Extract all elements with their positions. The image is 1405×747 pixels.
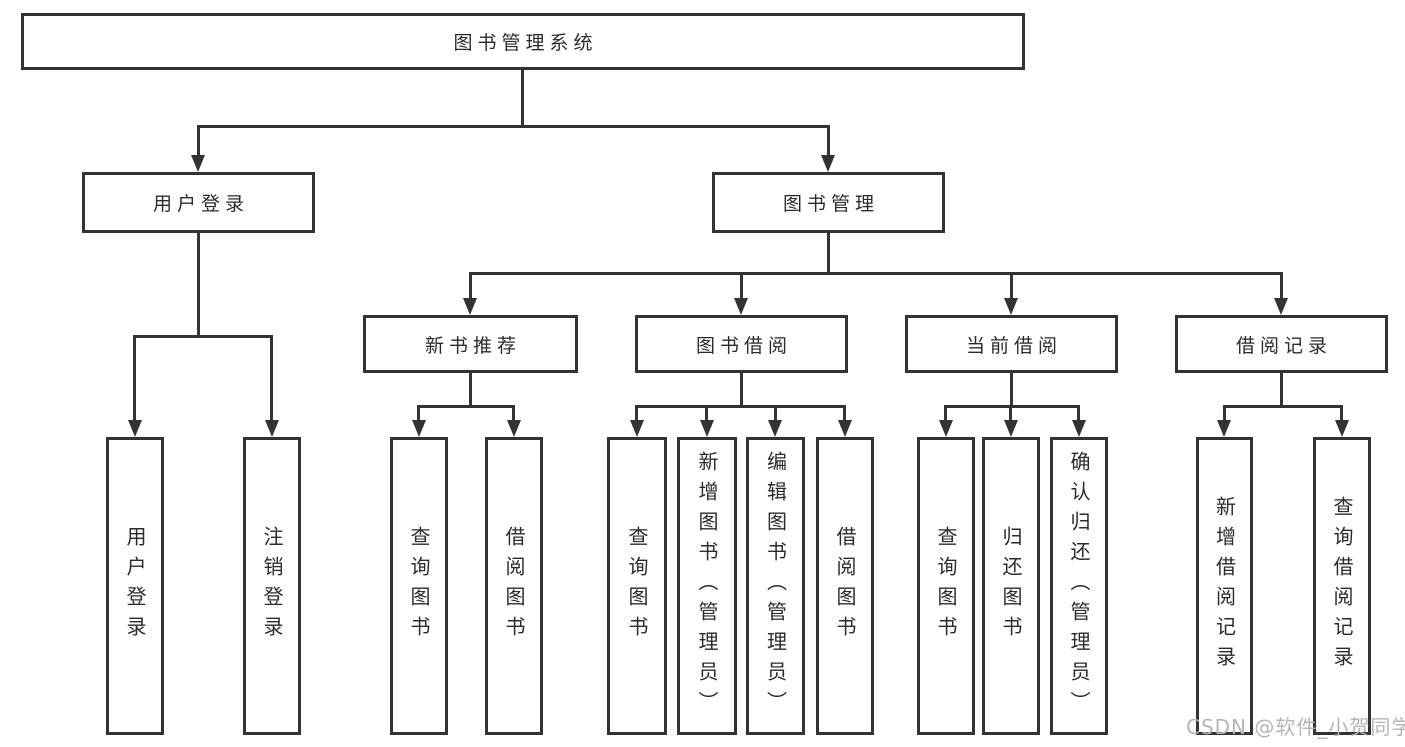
arrowhead-down-icon [630,420,644,437]
connector-line [1280,272,1283,301]
node-leaf-add-borrow-record: 新增借阅记录 [1196,437,1253,735]
node-leaf-query-books-2: 查询图书 [607,437,667,735]
connector-line [843,405,846,421]
connector-line [827,125,830,156]
connector-line [774,405,777,421]
connector-line [827,233,830,272]
connector-line [1010,373,1013,405]
node-leaf-return-books: 归还图书 [982,437,1040,735]
arrowhead-down-icon [939,420,953,437]
csdn-watermark: CSDN @软件_小贺同学 [1186,715,1405,739]
node-user-login: 用户登录 [82,172,315,233]
connector-line [469,272,472,301]
connector-line [636,405,846,408]
connector-line [197,125,830,128]
arrowhead-down-icon [128,420,142,437]
node-label: 用户登录 [152,193,249,215]
node-label: 归还图书 [999,526,1023,646]
node-leaf-logout: 注销登录 [243,437,301,735]
node-leaf-edit-books-admin: 编辑图书（管理员） [746,437,805,735]
arrowhead-down-icon [734,298,748,315]
node-label: 图书借阅 [695,334,792,357]
arrowhead-down-icon [1335,420,1349,437]
arrowhead-down-icon [507,420,521,437]
node-label: 查询图书 [934,526,958,646]
arrowhead-down-icon [700,420,714,437]
connector-line [740,373,743,405]
node-label: 图书管理 [782,193,879,215]
node-label: 新增借阅记录 [1212,496,1237,676]
node-label: 查询借阅记录 [1330,496,1354,676]
node-borrowing-records: 借阅记录 [1175,315,1388,373]
node-label: 注销登录 [260,526,284,646]
arrowhead-down-icon [1004,298,1018,315]
connector-line [521,69,524,125]
node-label: 用户登录 [123,526,147,646]
node-leaf-user-login: 用户登录 [106,437,164,735]
node-label: 当前借阅 [965,334,1062,357]
node-book-borrowing: 图书借阅 [635,315,848,373]
node-leaf-borrow-books-1: 借阅图书 [485,437,543,735]
arrowhead-down-icon [838,420,852,437]
connector-line [197,125,200,156]
connector-line [1223,405,1226,421]
connector-line [705,405,708,421]
connector-line [134,335,273,338]
arrowhead-down-icon [821,155,835,172]
connector-line [418,405,515,408]
node-label: 借阅图书 [833,526,857,646]
arrowhead-down-icon [1217,420,1231,437]
arrowhead-down-icon [768,420,782,437]
connector-line [945,405,1080,408]
node-leaf-query-books-3: 查询图书 [917,437,975,735]
node-label: 编辑图书（管理员） [763,451,788,721]
node-new-book-recommend: 新书推荐 [363,315,578,373]
node-leaf-query-books-1: 查询图书 [390,437,448,735]
node-label: 查询图书 [407,526,431,646]
connector-line [1340,405,1343,421]
arrowhead-down-icon [1072,420,1086,437]
connector-line [1280,373,1283,405]
node-label: 借阅图书 [502,526,526,646]
connector-line [1077,405,1080,421]
connector-line [469,272,1282,275]
connector-line [635,405,638,421]
connector-line [270,335,273,421]
arrowhead-down-icon [463,298,477,315]
arrowhead-down-icon [191,155,205,172]
arrowhead-down-icon [412,420,426,437]
connector-line [417,405,420,421]
arrowhead-down-icon [265,420,279,437]
connector-line [1224,405,1343,408]
node-leaf-add-books-admin: 新增图书（管理员） [677,437,737,735]
node-library-management-system: 图书管理系统 [21,13,1025,70]
node-label: 新书推荐 [424,334,521,357]
node-label: 图书管理系统 [453,32,598,54]
node-book-management: 图书管理 [712,172,945,233]
connector-line [944,405,947,421]
connector-line [469,373,472,405]
node-label: 查询图书 [625,526,649,646]
arrowhead-down-icon [1274,298,1288,315]
connector-line [512,405,515,421]
connector-line [197,233,200,335]
node-leaf-borrow-books-2: 借阅图书 [816,437,874,735]
node-leaf-query-borrow-record: 查询借阅记录 [1313,437,1371,735]
node-label: 借阅记录 [1235,334,1332,357]
connector-line [1009,405,1012,421]
node-leaf-confirm-return-admin: 确认归还（管理员） [1050,437,1108,735]
connector-line [133,335,136,421]
node-label: 新增图书（管理员） [695,451,719,721]
connector-line [1010,272,1013,301]
connector-line [740,272,743,301]
node-current-borrowing: 当前借阅 [905,315,1118,373]
arrowhead-down-icon [1004,420,1018,437]
node-label: 确认归还（管理员） [1067,451,1091,721]
